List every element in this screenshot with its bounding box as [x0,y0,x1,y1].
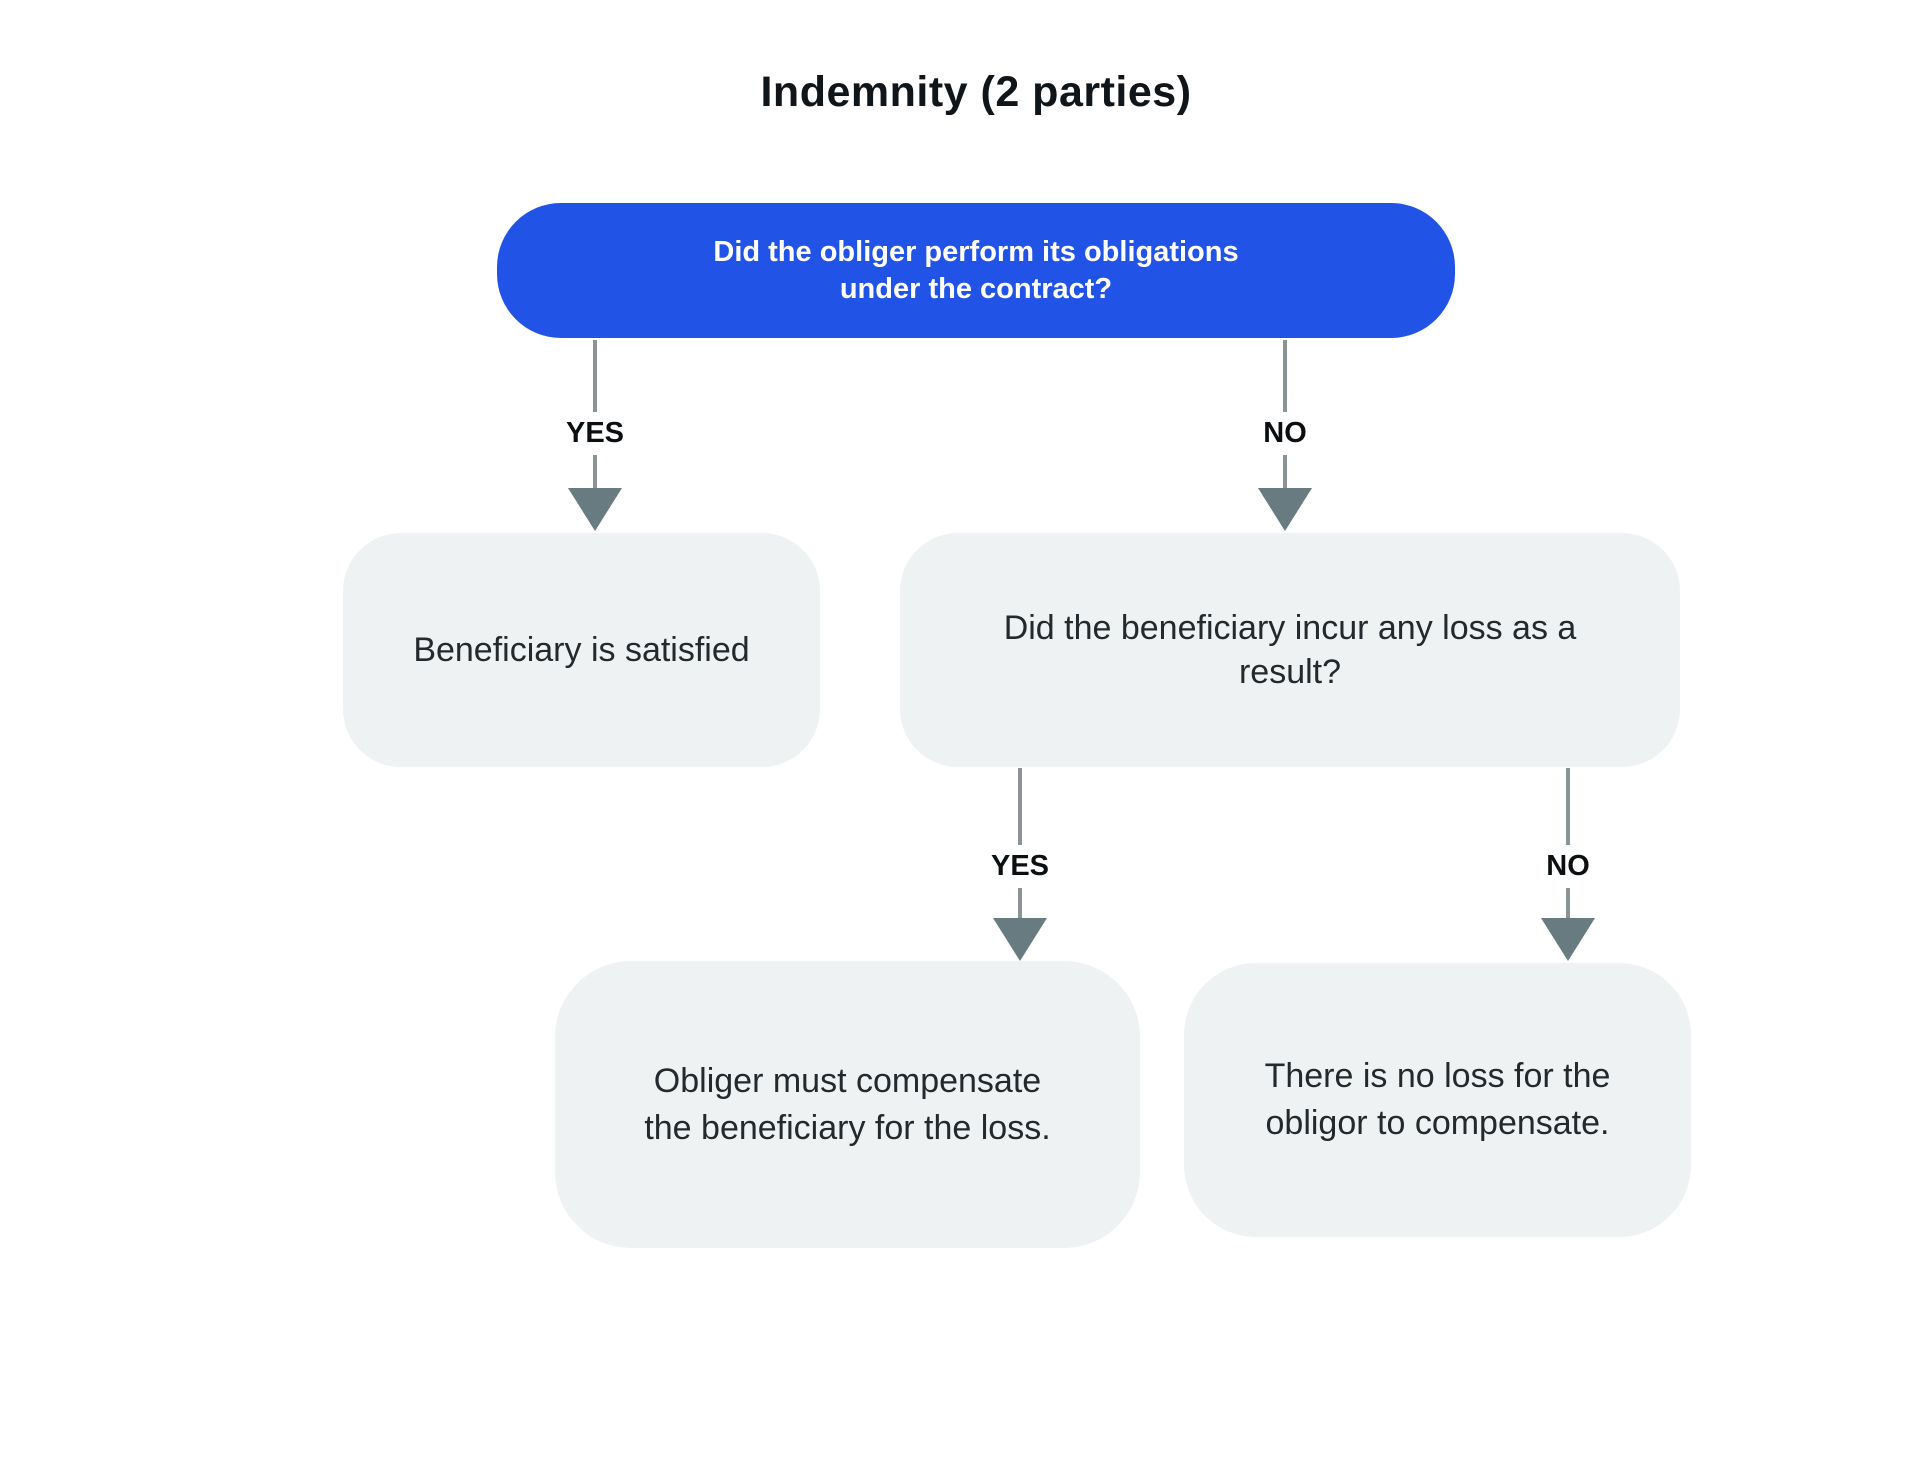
node-text-line: Beneficiary is satisfied [413,631,750,669]
arrow-head-icon [568,488,622,531]
outcome-node-beneficiary-satisfied: Beneficiary is satisfied [343,533,820,767]
edge-arrow-root-yes: YES [550,340,640,531]
decision-node-loss-question: Did the beneficiary incur any loss as a … [900,533,1680,767]
arrow-line [1283,340,1287,412]
edge-arrow-root-no: NO [1240,340,1330,531]
arrow-head-icon [1258,488,1312,531]
node-text-line: under the contract? [839,272,1113,305]
edge-label-yes: YES [561,412,629,455]
edge-label-no: NO [1259,412,1311,455]
arrow-head-icon [993,918,1047,961]
arrow-line [1283,455,1287,488]
node-text-line: Did the obliger perform its obligations [713,235,1239,268]
node-text-line: the beneficiary for the loss. [644,1108,1051,1147]
edge-label-yes: YES [986,845,1054,888]
node-text-line: result? [1238,653,1342,691]
node-text-line: There is no loss for the [1264,1057,1611,1095]
outcome-node-must-compensate: Obliger must compensate the beneficiary … [555,961,1140,1248]
decision-node-obligations: Did the obliger perform its obligations … [497,203,1455,338]
arrow-line [1018,768,1022,845]
arrow-line [1018,888,1022,918]
arrow-line [1566,888,1570,918]
node-text-line: Did the beneficiary incur any loss as a [1003,609,1577,647]
arrow-head-icon [1541,918,1595,961]
page-title: Indemnity (2 parties) [760,68,1192,116]
edge-arrow-loss-yes: YES [975,768,1065,961]
edge-arrow-loss-no: NO [1523,768,1613,961]
node-text-line: obligor to compensate. [1265,1104,1610,1142]
arrow-line [593,455,597,488]
outcome-node-no-loss: There is no loss for the obligor to comp… [1184,963,1691,1237]
edge-label-no: NO [1542,845,1594,888]
arrow-line [593,340,597,412]
node-text-line: Obliger must compensate [653,1061,1042,1100]
arrow-line [1566,768,1570,845]
